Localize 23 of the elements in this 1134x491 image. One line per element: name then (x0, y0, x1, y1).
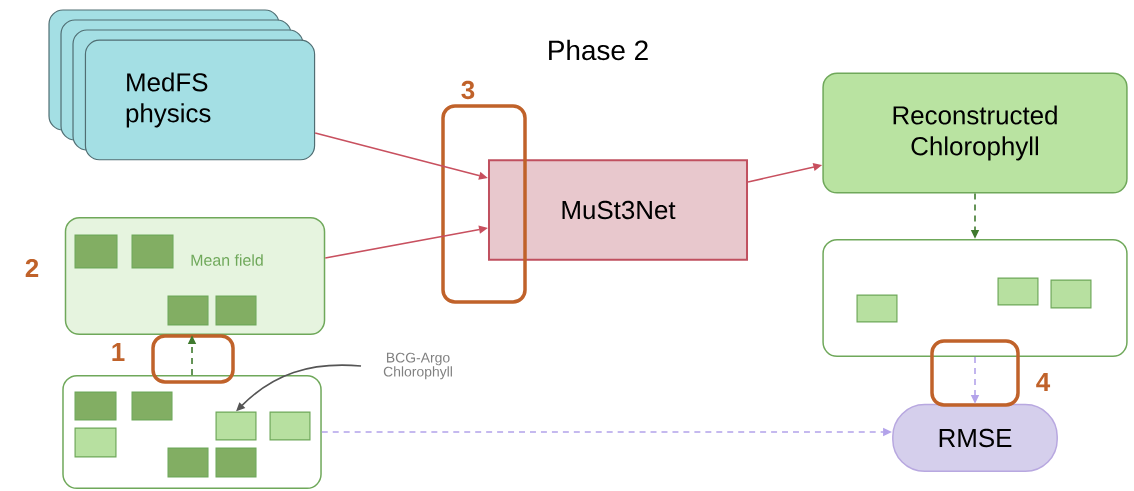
data-square (74, 391, 117, 421)
callout-number: 4 (1036, 373, 1051, 391)
process-box: MuSt3Net (488, 159, 748, 261)
stacked-box: MedFS physics (48, 9, 316, 161)
data-square (167, 447, 209, 478)
data-square (1050, 279, 1092, 309)
output-box: Reconstructed Chlorophyll (822, 72, 1128, 194)
callout-number: 3 (461, 80, 475, 100)
data-square (215, 295, 257, 326)
data-square (74, 427, 117, 458)
data-square (997, 277, 1039, 306)
title: Phase 2 (549, 39, 648, 61)
data-square (167, 295, 209, 326)
data-square (131, 234, 174, 269)
data-square (74, 234, 118, 269)
data-square (215, 411, 257, 441)
data-square (856, 294, 898, 323)
data-square (131, 391, 173, 421)
callout-number: 1 (112, 343, 125, 361)
data-square (215, 447, 257, 478)
data-square (269, 411, 311, 441)
callout-number: 2 (25, 258, 39, 278)
annotation-text: BCG-Argo Chlorophyll (383, 352, 452, 380)
